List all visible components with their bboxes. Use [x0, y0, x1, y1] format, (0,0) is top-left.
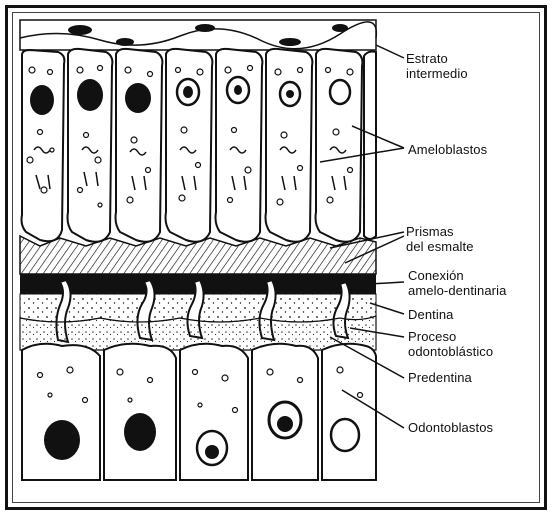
label-prismas-esmalte: Prismas del esmalte	[406, 224, 474, 254]
label-dentina: Dentina	[408, 307, 454, 322]
odontoblast-layer	[22, 344, 376, 480]
label-ameloblastos: Ameloblastos	[408, 142, 487, 157]
label-conexion-amelo-dentinaria: Conexión amelo-dentinaria	[408, 268, 506, 298]
label-odontoblastos: Odontoblastos	[408, 420, 493, 435]
label-predentina: Predentina	[408, 370, 472, 385]
label-estrato-intermedio: Estrato intermedio	[406, 51, 468, 81]
enamel-prisms	[20, 236, 376, 274]
stratum-intermedium	[20, 20, 376, 50]
label-proceso-odontoblastico: Proceso odontoblástico	[408, 329, 493, 359]
ameloblast-layer	[22, 49, 377, 242]
